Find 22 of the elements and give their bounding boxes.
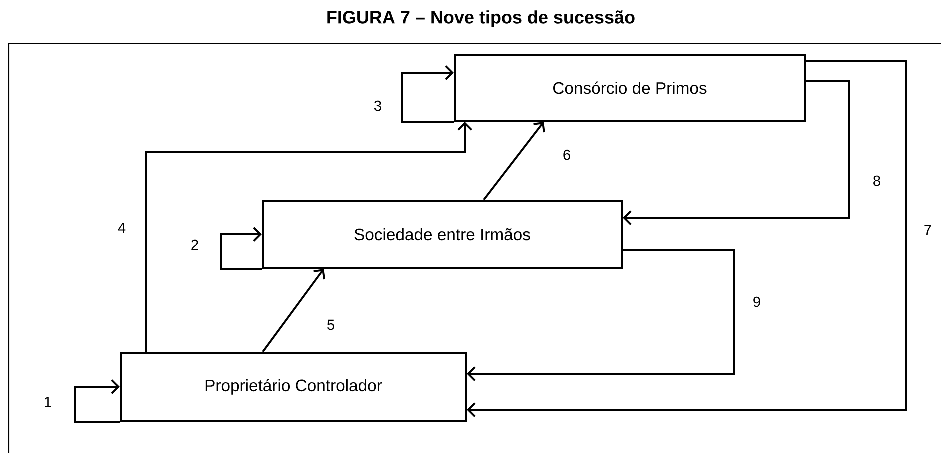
- title: FIGURA 7 – Nove tipos de sucessão: [328, 10, 635, 28]
- arrow: [74, 380, 120, 423]
- edge-label: 4: [118, 222, 126, 234]
- edge-label: 6: [564, 150, 570, 160]
- arrow: [145, 122, 472, 352]
- arrow: [483, 122, 546, 201]
- arrow: [623, 80, 850, 226]
- arrow: [220, 227, 262, 270]
- arrow: [467, 249, 735, 382]
- edge-label: 8: [874, 176, 880, 186]
- arrow: [467, 60, 908, 418]
- edge-label: 9: [754, 296, 760, 308]
- arrow: [401, 66, 454, 123]
- edge-label: 3: [374, 100, 382, 112]
- edge-label: 2: [192, 240, 198, 250]
- process-box: Sociedade entre Irmãos: [262, 200, 623, 269]
- process-box: Consórcio de Primos: [454, 54, 806, 122]
- process-box: Proprietário Controlador: [120, 352, 467, 422]
- edge-label: 5: [328, 320, 334, 330]
- edge-label: 1: [45, 396, 52, 408]
- arrow: [262, 269, 326, 353]
- edge-label: 7: [924, 224, 932, 236]
